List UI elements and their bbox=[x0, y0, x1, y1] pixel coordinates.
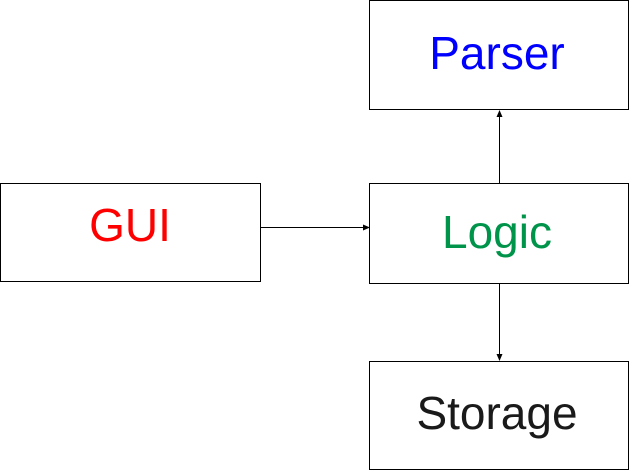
node-logic: Logic bbox=[369, 183, 629, 284]
arrowhead-icon bbox=[363, 224, 370, 231]
node-gui-label: GUI bbox=[89, 199, 171, 251]
node-parser-label: Parser bbox=[429, 27, 564, 79]
edge-gui-to-logic bbox=[261, 224, 370, 231]
node-parser: Parser bbox=[369, 0, 629, 110]
arrowhead-icon bbox=[496, 110, 503, 117]
arrowhead-icon bbox=[496, 354, 503, 361]
edge-logic-to-storage bbox=[496, 284, 503, 361]
edge-logic-to-parser bbox=[496, 110, 503, 183]
node-storage: Storage bbox=[369, 361, 629, 470]
node-logic-label: Logic bbox=[442, 206, 552, 258]
node-storage-label: Storage bbox=[416, 387, 577, 439]
node-gui: GUI bbox=[0, 183, 261, 282]
